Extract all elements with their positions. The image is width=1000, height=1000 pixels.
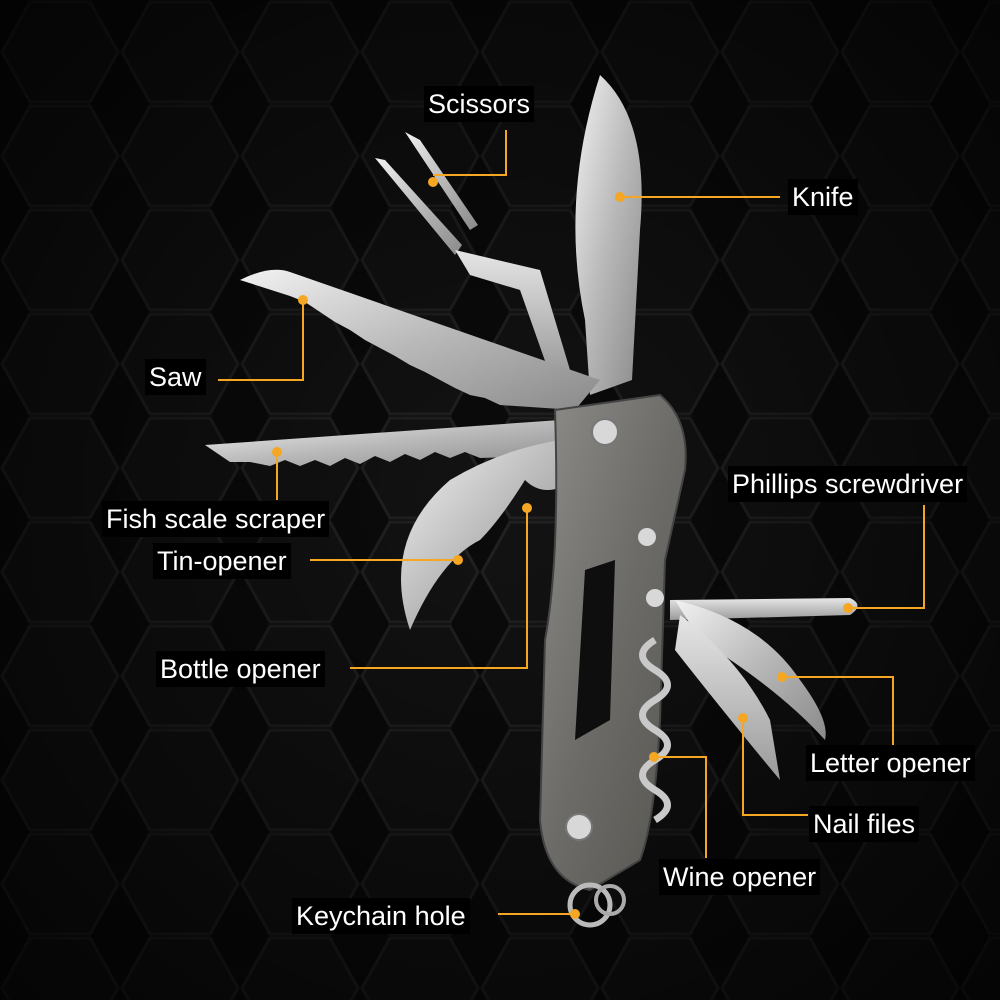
tin-opener-blade	[401, 440, 575, 630]
rivet	[565, 813, 593, 841]
keychain-ring-2	[594, 884, 626, 916]
phillips-screwdriver-dot	[843, 603, 853, 613]
saw-label: Saw	[145, 359, 206, 395]
rivet	[638, 528, 656, 546]
knife-dot	[615, 192, 625, 202]
wine-opener-leader-line	[654, 756, 707, 858]
scissors-dot	[428, 177, 438, 187]
scissors-label: Scissors	[424, 86, 535, 122]
wine-opener-dot	[649, 752, 659, 762]
handle-cutout	[575, 560, 615, 740]
scissors-leader-line	[433, 130, 507, 176]
saw-leader-line	[218, 300, 304, 381]
saw-blade	[240, 269, 600, 410]
scissors-blade-2	[375, 158, 462, 255]
letter-opener-dot	[777, 672, 787, 682]
keychain-ring	[567, 882, 613, 928]
nail-files-leader-line	[742, 718, 808, 816]
rivet	[646, 589, 664, 607]
bottle-opener-dot	[522, 503, 532, 513]
letter-opener-label: Letter opener	[806, 745, 975, 781]
keychain-hole-label: Keychain hole	[292, 898, 470, 934]
nail-files-label: Nail files	[809, 806, 920, 842]
knife-blade	[575, 75, 642, 395]
fish-scale-scraper-label: Fish scale scraper	[102, 501, 330, 537]
fish-scale-scraper-dot	[272, 447, 282, 457]
tin-opener-dot	[453, 555, 463, 565]
phillips-screwdriver-leader-line	[848, 505, 925, 609]
nail-files-dot	[738, 713, 748, 723]
fish-scale-scraper-blade	[205, 420, 575, 466]
bottle-opener-leader-line	[350, 508, 528, 669]
phillips-screwdriver-label: Phillips screwdriver	[728, 466, 968, 502]
tin-opener-label: Tin-opener	[153, 543, 291, 579]
nail-file-blade	[675, 615, 780, 780]
corkscrew	[639, 636, 671, 824]
wine-opener-label: Wine opener	[659, 859, 821, 895]
bottle-opener-label: Bottle opener	[156, 651, 325, 687]
scissors-spring	[455, 250, 570, 375]
letter-opener-blade	[675, 600, 826, 740]
knife-label: Knife	[788, 179, 858, 215]
scissors-blade	[405, 132, 478, 230]
saw-dot	[298, 295, 308, 305]
letter-opener-leader-line	[782, 676, 894, 745]
rivet	[591, 418, 619, 446]
keychain-hole-dot	[570, 909, 580, 919]
